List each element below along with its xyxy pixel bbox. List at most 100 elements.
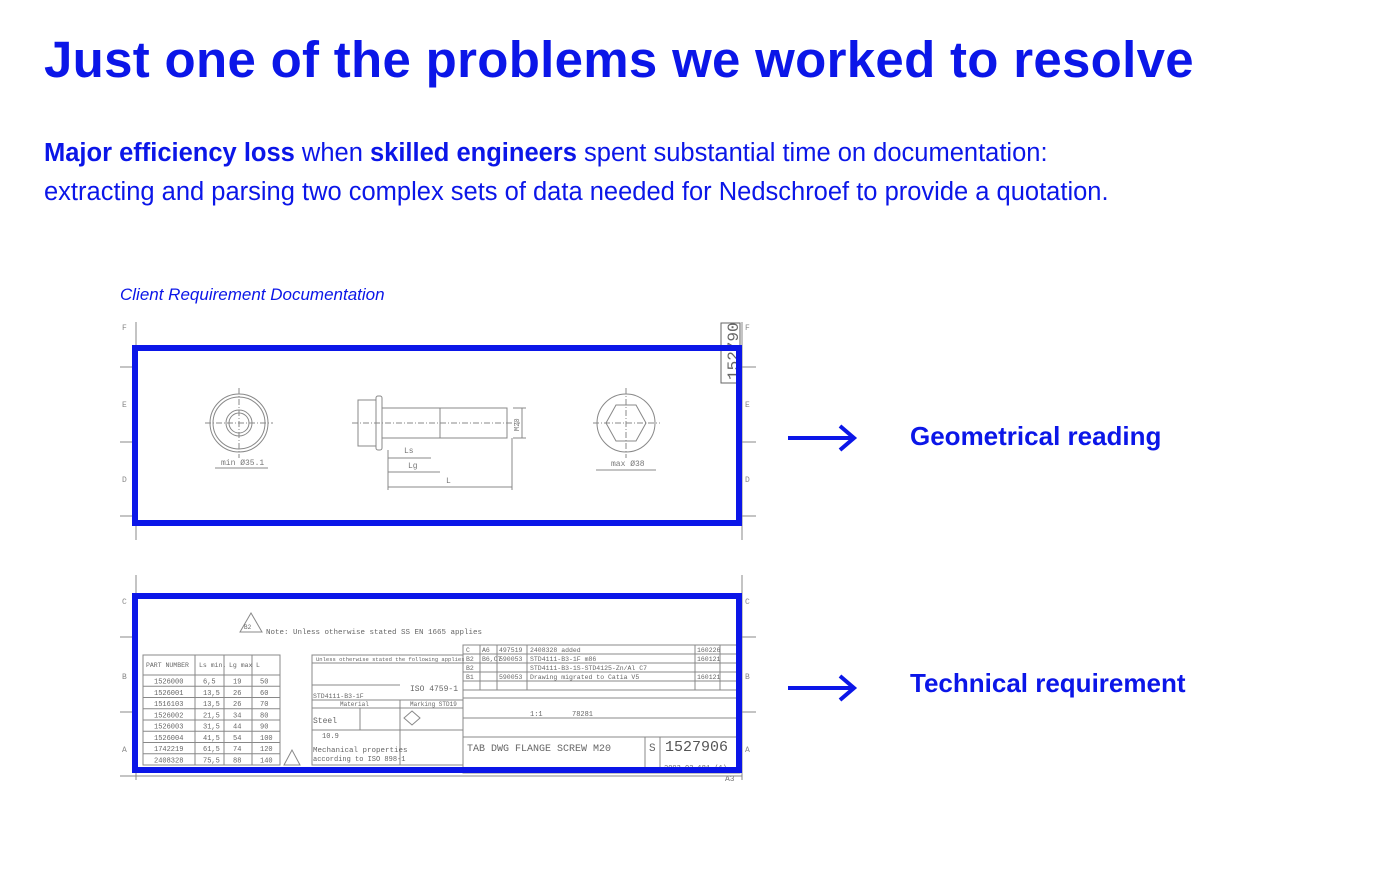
table-cell: 75,5 (203, 757, 220, 765)
table-cell: 1526002 (154, 712, 183, 720)
table-cell: 1526004 (154, 735, 183, 743)
highlight-frame-geometry (132, 345, 742, 526)
table-cell: 61,5 (203, 746, 220, 754)
dimension-label: Ls (404, 447, 414, 456)
dimension-label: Lg (408, 462, 418, 471)
table-cell: 31,5 (203, 724, 220, 732)
table-header: Lg max (229, 662, 253, 669)
table-cell: 41,5 (203, 735, 220, 743)
revision-cell: B2 (466, 656, 474, 663)
surface-treatment: STD4111-B3-1F (313, 693, 364, 700)
table-cell: 19 (233, 679, 241, 687)
material-value: Steel (313, 717, 337, 726)
requirements-header: Unless otherwise stated the following ap… (316, 656, 465, 663)
material-label: Material (340, 701, 369, 708)
statement-text: when (294, 139, 370, 167)
table-cell: 74 (233, 746, 241, 754)
table-cell: 140 (260, 757, 273, 765)
revision-cell: 590053 (499, 656, 523, 663)
table-cell: 21,5 (203, 712, 220, 720)
zone-label: C (122, 598, 127, 607)
revision-cell: Drawing migrated to Catia V5 (530, 674, 639, 681)
table-cell: 13,5 (203, 690, 220, 698)
revision-cell: 2408328 added (530, 647, 581, 654)
sheet-size: A3 (725, 775, 735, 784)
table-cell: 70 (260, 701, 268, 709)
table-cell: 44 (233, 724, 241, 732)
table-cell: 1516103 (154, 701, 183, 709)
revision-cell: A6 (482, 647, 490, 654)
revision-cell: B6,C7 (482, 656, 502, 663)
zone-label: E (122, 401, 127, 410)
table-cell: 2408328 (154, 757, 183, 765)
statement-text: spent substantial time on documentation: (576, 139, 1048, 167)
table-cell: 80 (260, 712, 268, 720)
table-cell: 1526000 (154, 679, 183, 687)
tolerance-standard: ISO 4759-1 (410, 685, 458, 694)
dimension-label: M20 (514, 418, 522, 431)
note-marker: B2 (244, 624, 252, 631)
zone-label: F (745, 324, 750, 333)
zone-label: D (122, 476, 127, 485)
table-cell: 54 (233, 735, 241, 743)
table-cell: 26 (233, 690, 241, 698)
zone-label: A (745, 746, 750, 755)
table-cell: 88 (233, 757, 241, 765)
requirements-drawing: C B A C B A B2 Note: Unless otherwise st… (120, 575, 756, 784)
dimension-label: min Ø35.1 (221, 459, 264, 468)
table-cell: 120 (260, 746, 273, 754)
table-cell: 6,5 (203, 679, 216, 687)
zone-label: E (745, 401, 750, 410)
table-cell: 100 (260, 735, 273, 743)
revision-cell: 160226 (697, 647, 721, 654)
zone-label: F (122, 324, 127, 333)
table-cell: 1742219 (154, 746, 183, 754)
table-cell: 50 (260, 679, 268, 687)
callout-geometrical-reading: Geometrical reading (910, 421, 1162, 451)
dco-number: 78281 (572, 711, 593, 719)
zone-label: B (745, 673, 750, 682)
callout-technical-requirement: Technical requirement (910, 668, 1186, 698)
emphasis-skilled-engineers: skilled engineers (369, 139, 577, 167)
arrow-right-icon (788, 674, 858, 702)
revision-cell: STD4111-B3-1S-STD4125-Zn/Al C7 (530, 665, 647, 672)
property-class: 10.9 (322, 733, 339, 741)
zone-label: C (745, 598, 750, 607)
dimension-label: max Ø38 (611, 460, 645, 469)
marking-standard: Marking STD19 (410, 701, 457, 708)
dimension-label: L (446, 477, 451, 486)
mechanical-standard: according to ISO 898-1 (313, 756, 405, 764)
table-cell: 13,5 (203, 701, 220, 709)
drawing-status: S (649, 743, 656, 755)
zone-label: D (745, 476, 750, 485)
problem-statement: Major efficiency loss when skilled engin… (44, 134, 1109, 212)
revision-cell: STD4111-B3-1F m86 (530, 656, 596, 663)
table-cell: 90 (260, 724, 268, 732)
drawing-number: 1527906 (665, 739, 728, 756)
revision-cell: 497519 (499, 647, 523, 654)
table-cell: 1526001 (154, 690, 183, 698)
mechanical-properties: Mechanical properties (313, 747, 408, 755)
table-cell: 34 (233, 712, 241, 720)
page-title: Just one of the problems we worked to re… (44, 31, 1194, 88)
revision-cell: C (466, 647, 470, 654)
statement-line-2: extracting and parsing two complex sets … (44, 178, 1109, 206)
zone-label: A (122, 746, 127, 755)
table-header: PART NUMBER (146, 662, 189, 669)
highlight-frame-requirements (132, 593, 742, 773)
table-cell: 1526003 (154, 724, 183, 732)
revision-cell: 160121 (697, 674, 721, 681)
arrow-right-icon (788, 424, 858, 452)
revision-cell: 590053 (499, 674, 523, 681)
revision-cell: 160121 (697, 656, 721, 663)
drawing-caption: Client Requirement Documentation (120, 285, 385, 304)
emphasis-efficiency-loss: Major efficiency loss (44, 139, 295, 167)
table-cell: 60 (260, 690, 268, 698)
geometry-drawing: F E D F E D 152790 min Ø35.1 M20 Ls Lg L… (120, 322, 756, 540)
revision-cell: B2 (466, 665, 474, 672)
drawing-note: Note: Unless otherwise stated SS EN 1665… (266, 629, 482, 637)
table-header: Ls min. (199, 662, 226, 669)
table-header: L (256, 662, 260, 669)
drawing-scale: 1:1 (530, 711, 543, 719)
